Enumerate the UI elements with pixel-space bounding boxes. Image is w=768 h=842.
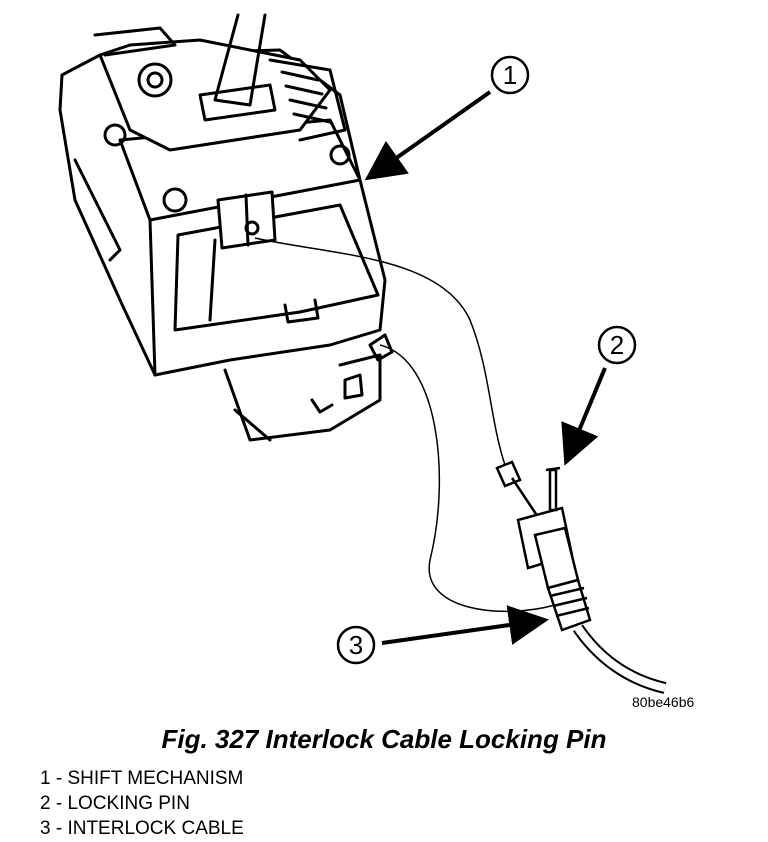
callout-1-number: 1 <box>503 60 517 90</box>
figure-caption: Fig. 327 Interlock Cable Locking Pin <box>161 724 607 754</box>
reference-code: 80be46b6 <box>632 694 695 710</box>
legend-item-interlock-cable: 3 - INTERLOCK CABLE <box>40 818 244 839</box>
shift-mechanism-drawing <box>58 13 394 442</box>
legend-item-shift-mechanism: 1 - SHIFT MECHANISM <box>40 768 244 789</box>
callout-2-arrow <box>561 367 607 466</box>
cable-end-fitting-drawing <box>495 460 592 632</box>
callout-2: 2 <box>561 325 637 466</box>
interlock-cable-illustration: 1 2 3 <box>58 13 667 694</box>
callout-1: 1 <box>364 55 530 181</box>
legend-item-locking-pin: 2 - LOCKING PIN <box>40 793 190 814</box>
callout-2-circle <box>597 325 637 365</box>
callout-3-number: 3 <box>349 630 363 660</box>
callout-3-circle <box>336 625 376 665</box>
callout-1-arrow <box>364 90 492 181</box>
callout-1-circle <box>490 55 530 95</box>
callout-3-arrow <box>381 605 549 645</box>
callout-legend: 1 - SHIFT MECHANISM 2 - LOCKING PIN 3 - … <box>40 766 244 841</box>
interlock-cable-drawing <box>254 237 667 694</box>
callout-3: 3 <box>336 605 549 665</box>
callout-2-number: 2 <box>610 330 624 360</box>
